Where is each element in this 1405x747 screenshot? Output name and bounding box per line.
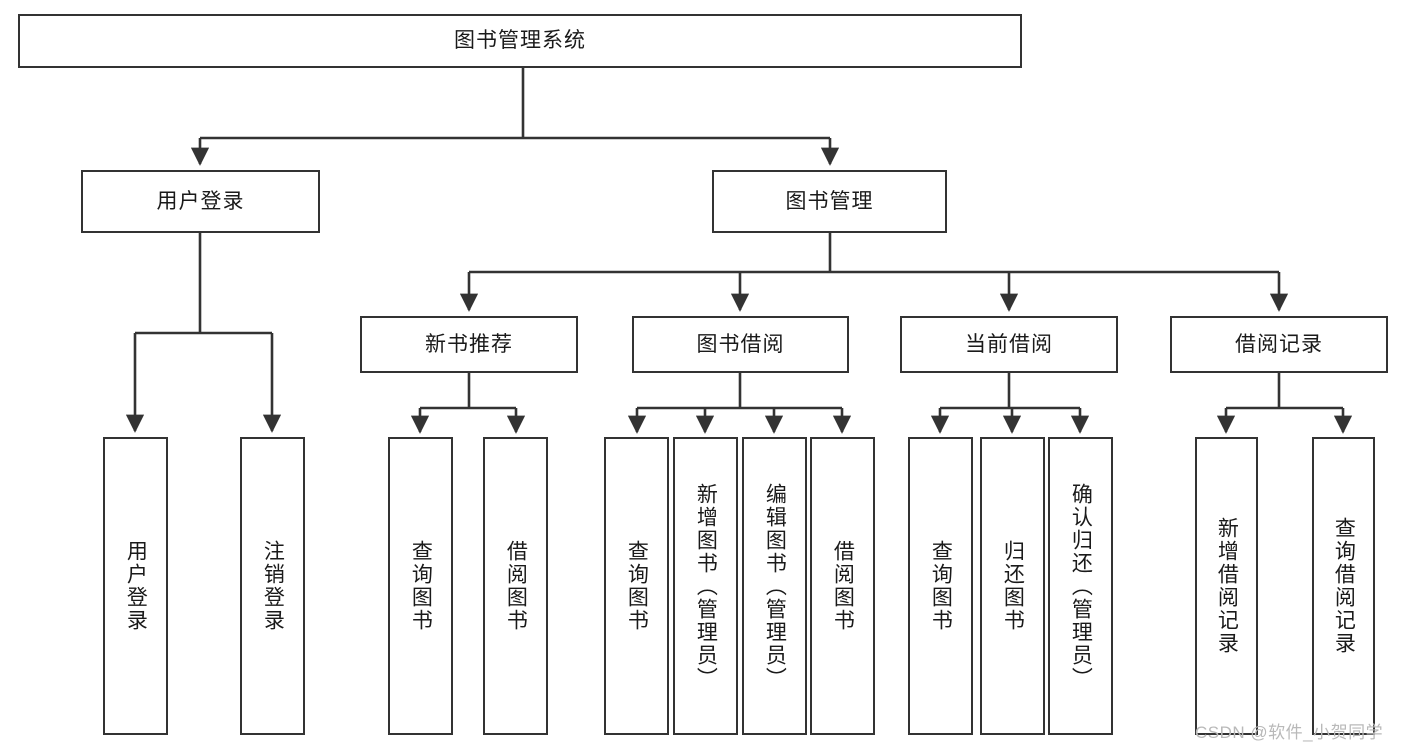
node-user-login-label: 用户登录	[156, 189, 245, 213]
node-borrow-record[interactable]: 借阅记录	[1170, 316, 1388, 373]
node-book-borrow-label: 图书借阅	[696, 332, 785, 356]
node-new-book-recommend[interactable]: 新书推荐	[360, 316, 578, 373]
leaf-logout-label: 注销登录	[261, 540, 285, 632]
node-user-login[interactable]: 用户登录	[81, 170, 320, 233]
leaf-query-book-label: 查询图书	[625, 540, 649, 632]
watermark: CSDN @软件_小贺同学	[1195, 723, 1384, 742]
leaf-query-book-recommend[interactable]: 查询图书	[388, 437, 453, 735]
leaf-edit-book-admin[interactable]: 编辑图书（管理员）	[742, 437, 807, 735]
leaf-query-borrow-record-label: 查询借阅记录	[1332, 517, 1356, 655]
leaf-add-book-admin-label: 新增图书（管理员）	[694, 482, 718, 690]
leaf-query-book-recommend-label: 查询图书	[409, 540, 433, 632]
leaf-add-book-admin[interactable]: 新增图书（管理员）	[673, 437, 738, 735]
node-root-label: 图书管理系统	[454, 29, 586, 53]
leaf-user-login[interactable]: 用户登录	[103, 437, 168, 735]
leaf-confirm-return-admin-label: 确认归还（管理员）	[1069, 482, 1093, 690]
leaf-query-book[interactable]: 查询图书	[604, 437, 669, 735]
leaf-query-book-current[interactable]: 查询图书	[908, 437, 973, 735]
leaf-borrow-book-label: 借阅图书	[831, 540, 855, 632]
leaf-query-borrow-record[interactable]: 查询借阅记录	[1312, 437, 1375, 735]
node-book-borrow[interactable]: 图书借阅	[632, 316, 849, 373]
leaf-borrow-book-recommend-label: 借阅图书	[504, 540, 528, 632]
leaf-logout[interactable]: 注销登录	[240, 437, 305, 735]
node-book-management[interactable]: 图书管理	[712, 170, 947, 233]
node-current-borrow-label: 当前借阅	[965, 332, 1053, 356]
leaf-add-borrow-record-label: 新增借阅记录	[1215, 517, 1239, 655]
leaf-borrow-book-recommend[interactable]: 借阅图书	[483, 437, 548, 735]
leaf-confirm-return-admin[interactable]: 确认归还（管理员）	[1048, 437, 1113, 735]
leaf-user-login-label: 用户登录	[124, 540, 148, 632]
leaf-query-book-current-label: 查询图书	[929, 540, 953, 632]
node-root[interactable]: 图书管理系统	[18, 14, 1022, 68]
leaf-return-book-label: 归还图书	[1001, 540, 1025, 632]
node-current-borrow[interactable]: 当前借阅	[900, 316, 1118, 373]
leaf-add-borrow-record[interactable]: 新增借阅记录	[1195, 437, 1258, 735]
node-book-management-label: 图书管理	[785, 189, 874, 213]
leaf-return-book[interactable]: 归还图书	[980, 437, 1045, 735]
node-new-book-recommend-label: 新书推荐	[425, 332, 513, 356]
node-borrow-record-label: 借阅记录	[1235, 332, 1323, 356]
leaf-borrow-book[interactable]: 借阅图书	[810, 437, 875, 735]
leaf-edit-book-admin-label: 编辑图书（管理员）	[763, 482, 787, 690]
